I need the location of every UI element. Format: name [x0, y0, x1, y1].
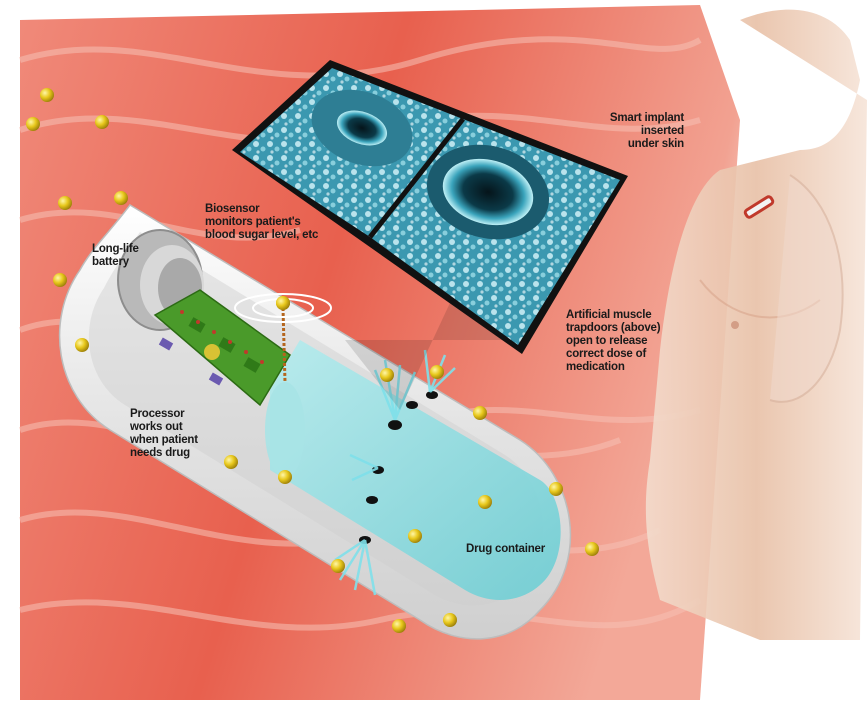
- blood-particle: [75, 338, 89, 352]
- label-processor: Processor works out when patient needs d…: [130, 408, 220, 460]
- blood-particle: [276, 296, 290, 310]
- blood-particle: [58, 196, 72, 210]
- blood-particle: [40, 88, 54, 102]
- blood-particle: [95, 115, 109, 129]
- blood-particle: [224, 455, 238, 469]
- label-artificial-muscle: Artificial muscle trapdoors (above) open…: [566, 309, 696, 374]
- blood-particle: [473, 406, 487, 420]
- blood-particle: [331, 559, 345, 573]
- blood-particle: [478, 495, 492, 509]
- blood-particle: [114, 191, 128, 205]
- blood-particle: [26, 117, 40, 131]
- label-drug-container: Drug container: [466, 543, 566, 556]
- label-smart-implant: Smart implant inserted under skin: [590, 112, 684, 151]
- blood-particle: [585, 542, 599, 556]
- label-biosensor: Biosensor monitors patient's blood sugar…: [205, 203, 355, 242]
- blood-particle: [549, 482, 563, 496]
- label-battery: Long-life battery: [92, 243, 162, 269]
- blood-particle: [278, 470, 292, 484]
- blood-particle: [443, 613, 457, 627]
- blood-particle: [392, 619, 406, 633]
- blood-particle: [53, 273, 67, 287]
- blood-particle: [430, 365, 444, 379]
- blood-particle: [408, 529, 422, 543]
- blood-particle: [380, 368, 394, 382]
